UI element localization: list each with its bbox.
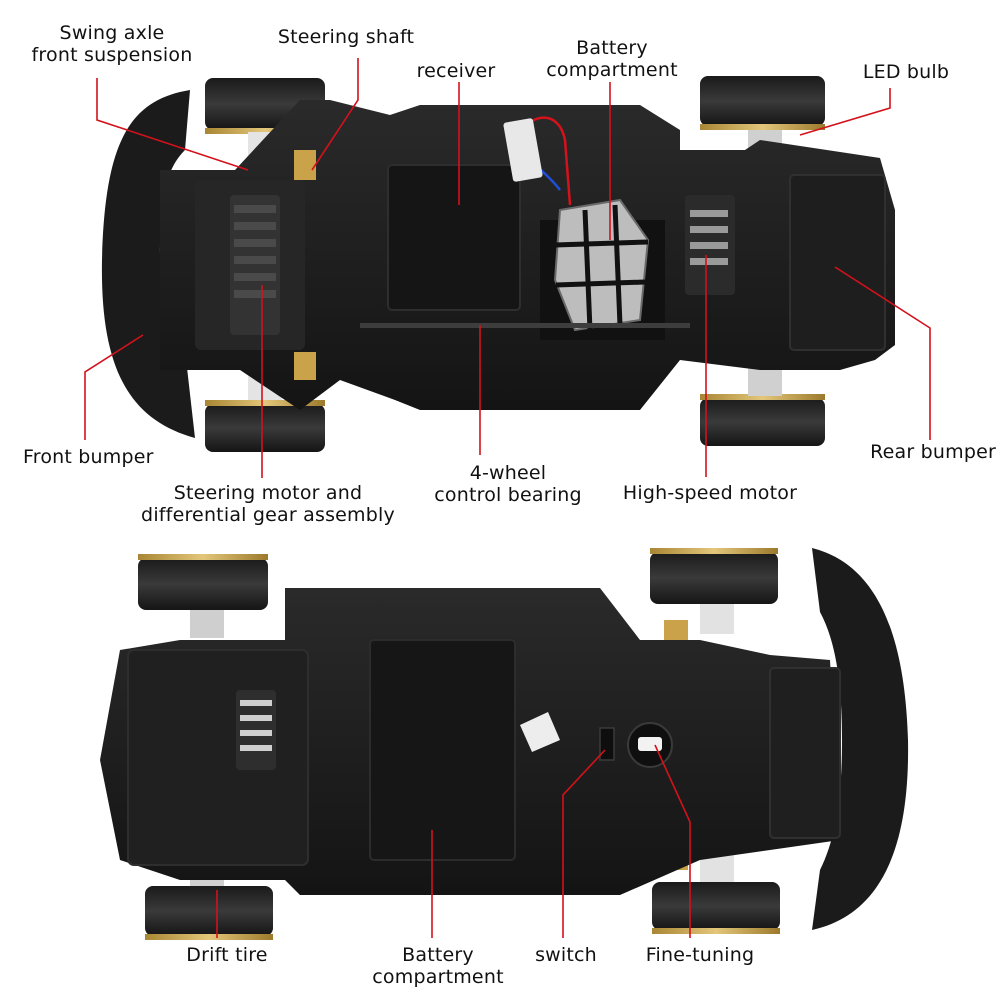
- label-fine-tuning: Fine-tuning: [645, 944, 755, 966]
- top-rear-left-wheel: [700, 76, 825, 130]
- label-battery-compartment-bottom: Battery compartment: [372, 944, 504, 988]
- top-rear-right-wheel: [700, 394, 825, 446]
- label-high-speed-motor: High-speed motor: [622, 482, 798, 504]
- label-front-bumper: Front bumper: [23, 446, 154, 468]
- bottom-chassis: [100, 548, 909, 940]
- label-battery-compartment-top: Battery compartment: [546, 37, 678, 81]
- label-receiver: receiver: [416, 60, 496, 82]
- label-led-bulb: LED bulb: [862, 61, 950, 83]
- bottom-rear-right-wheel: [145, 886, 273, 940]
- label-steering-shaft: Steering shaft: [277, 26, 415, 48]
- label-rear-bumper: Rear bumper: [870, 441, 996, 463]
- battery-pack: [553, 198, 650, 332]
- label-steering-motor-differential: Steering motor and differential gear ass…: [141, 482, 395, 526]
- top-leader-lines: [84, 58, 931, 478]
- label-swing-axle-front-suspension: Swing axle front suspension: [31, 22, 193, 66]
- label-switch: switch: [535, 944, 597, 966]
- bottom-front-left-wheel: [650, 548, 778, 604]
- label-drift-tire: Drift tire: [186, 944, 268, 966]
- bottom-front-right-wheel: [652, 882, 780, 934]
- top-front-right-wheel: [205, 400, 325, 452]
- bottom-rear-left-wheel: [138, 554, 268, 610]
- bottom-leader-lines: [216, 744, 691, 938]
- top-chassis: [101, 76, 895, 452]
- label-4-wheel-control-bearing: 4-wheel control bearing: [434, 462, 582, 506]
